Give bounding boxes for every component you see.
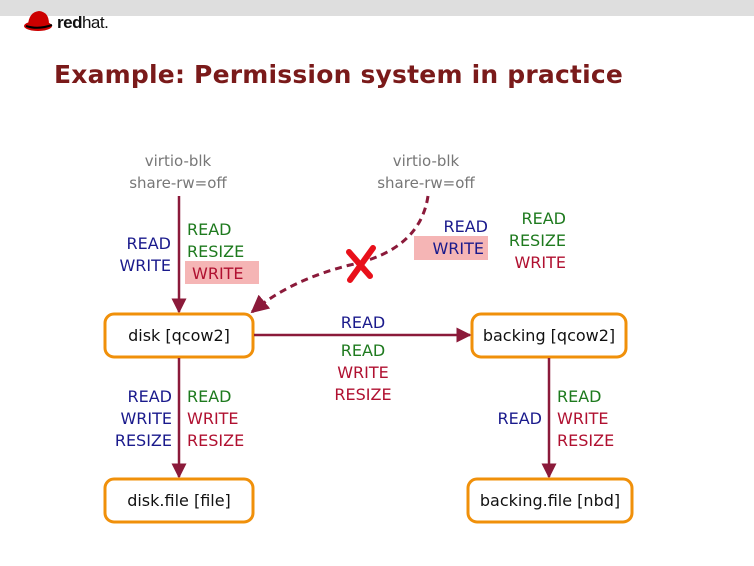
perm-shared: READ [187,220,232,239]
right-user-name: virtio-blk [393,152,460,170]
perm-required: WRITE [119,256,171,275]
node-disk-file-label: disk.file [file] [127,491,231,510]
perm-required: READ [444,217,489,236]
node-backing-file-label: backing.file [nbd] [480,491,620,510]
perm-unshared: WRITE [187,409,239,428]
top-bar [0,0,754,16]
redhat-wordmark: redhat. [57,13,109,32]
perm-shared: RESIZE [509,231,566,250]
perm-unshared: RESIZE [187,431,244,450]
perm-unshared: RESIZE [334,385,391,404]
perm-required: RESIZE [115,431,172,450]
node-disk[interactable] [103,312,255,359]
perm-required: WRITE [120,409,172,428]
perm-unshared: WRITE [514,253,566,272]
slide-title: Example: Permission system in practice [54,60,624,89]
perm-required: READ [127,234,172,253]
conflict-x-icon [346,245,376,283]
left-user-name: virtio-blk [145,152,212,170]
node-disk-label: disk [qcow2] [128,326,230,345]
perm-required-conflict: WRITE [432,239,484,258]
perm-shared: READ [187,387,232,406]
perm-unshared: WRITE [337,363,389,382]
perm-shared: READ [341,341,386,360]
redhat-hat-icon [24,11,53,31]
redhat-logo: redhat. [24,9,109,33]
perm-required: READ [498,409,543,428]
node-backing-file[interactable] [466,477,634,524]
left-user-option: share-rw=off [129,174,227,192]
conflict-highlight [185,261,259,284]
perm-unshared: WRITE [557,409,609,428]
perm-shared: RESIZE [187,242,244,261]
node-backing-label: backing [qcow2] [483,326,615,345]
perm-required: READ [341,313,386,332]
perm-unshared-conflict: WRITE [192,264,244,283]
node-disk-file[interactable] [103,477,255,524]
node-backing[interactable] [470,312,628,359]
perm-shared: READ [557,387,602,406]
perm-unshared: RESIZE [557,431,614,450]
conflict-highlight [414,236,488,260]
edge-right-user-to-disk-blocked [250,195,430,314]
right-user-option: share-rw=off [377,174,475,192]
perm-shared: READ [522,209,567,228]
perm-required: READ [128,387,173,406]
